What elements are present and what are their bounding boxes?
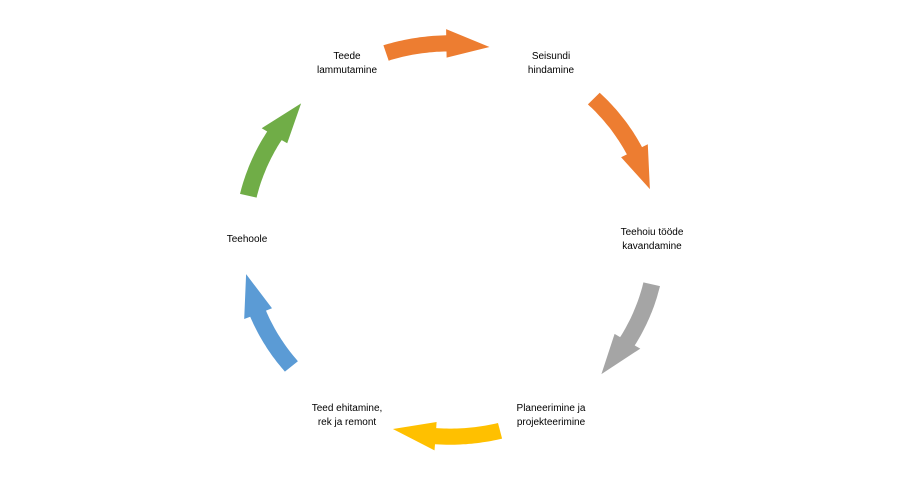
- node-label-teehoole-line-1: Teehoole: [226, 234, 268, 245]
- node-label-ehitamine-line-2: rek ja remont: [317, 417, 377, 428]
- node-label-kavandamine-line-1: Teehoiu tööde: [620, 227, 684, 238]
- node-label-planeerimine: Planeerimine ja projekteerimine: [517, 402, 586, 430]
- node-label-planeerimine-line-2: projekteerimine: [516, 417, 586, 428]
- node-label-lammutamine-line-2: lammutamine: [316, 65, 378, 76]
- node-label-kavandamine-line-2: kavandamine: [622, 241, 682, 252]
- arrow-ehitamine-to-teehoole: [244, 274, 298, 372]
- arrow-planeerimine-to-ehitamine: [392, 422, 503, 451]
- node-label-hindamine-line-1: Seisundi: [531, 51, 571, 62]
- arrow-lammutamine-to-hindamine: [383, 29, 490, 61]
- node-label-ehitamine: Teed ehitamine, rek ja remont: [312, 402, 383, 430]
- node-label-hindamine: Seisundi hindamine: [528, 50, 574, 78]
- node-label-teehoole: Teehoole: [227, 233, 268, 247]
- node-label-ehitamine-line-1: Teed ehitamine,: [311, 403, 383, 414]
- node-label-kavandamine: Teehoiu tööde kavandamine: [621, 226, 684, 254]
- node-label-lammutamine-line-1: Teede: [333, 51, 361, 62]
- node-label-planeerimine-line-1: Planeerimine ja: [516, 403, 586, 414]
- arrow-kavandamine-to-planeerimine: [601, 282, 660, 375]
- arrow-teehoole-to-lammutamine: [240, 103, 302, 198]
- node-label-lammutamine: Teede lammutamine: [317, 50, 377, 78]
- arrow-hindamine-to-kavandamine: [587, 92, 650, 190]
- node-label-hindamine-line-2: hindamine: [527, 65, 575, 76]
